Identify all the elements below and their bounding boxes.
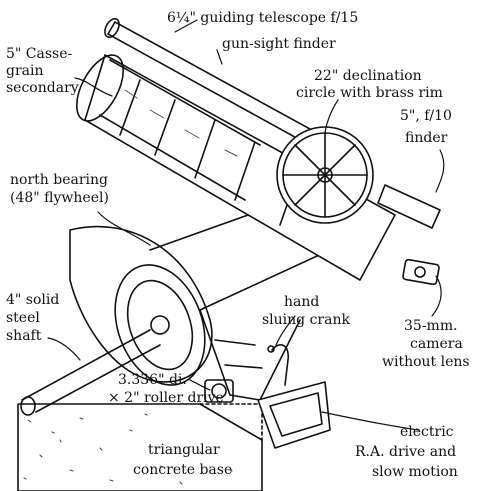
label-shaft-line1: 4" solid (6, 292, 60, 308)
label-shaft-line3: shaft (6, 328, 42, 344)
label-camera-line3: without lens (382, 354, 470, 370)
label-electric-line2: R.A. drive and (355, 444, 457, 460)
label-base-line2: concrete base (133, 462, 233, 478)
label-finder-line2: finder (405, 130, 448, 146)
label-electric-line1: electric (400, 424, 454, 440)
label-roller-line2: × 2" roller drive (108, 390, 224, 406)
declination-circle (276, 126, 374, 224)
ra-drive-box (257, 381, 331, 449)
label-finder-line1: 5", f/10 (400, 108, 452, 124)
label-camera-line1: 35-mm. (404, 318, 458, 334)
label-declination-line2: circle with brass rim (296, 85, 443, 101)
label-guiding-telescope: 6¼" guiding telescope f/15 (167, 10, 359, 26)
leader-lines (47, 19, 445, 431)
label-electric-line3: slow motion (372, 464, 458, 480)
label-crank-line1: hand (284, 294, 320, 310)
label-declination-line1: 22" declination (314, 68, 422, 84)
label-base-line1: triangular (148, 442, 220, 458)
label-camera-line2: camera (410, 336, 463, 352)
label-gun-sight-finder: gun-sight finder (222, 36, 336, 52)
sluing-crank (267, 344, 290, 386)
label-cassegrain-line3: secondary (6, 80, 79, 96)
label-shaft-line2: steel (6, 310, 40, 326)
label-crank-line2: sluing crank (262, 312, 350, 328)
camera (402, 258, 440, 286)
label-north-bearing-line2: (48" flywheel) (10, 190, 109, 206)
finder-scope (377, 184, 441, 229)
label-cassegrain-line2: grain (6, 63, 44, 79)
label-cassegrain-line1: 5" Casse- (6, 46, 73, 62)
concrete-base (17, 403, 263, 491)
label-north-bearing-line1: north bearing (10, 172, 108, 188)
label-roller-line1: 3.336" di. (118, 372, 187, 388)
polar-shaft (20, 329, 161, 416)
flywheel (69, 225, 213, 386)
roller-drive (204, 379, 234, 403)
